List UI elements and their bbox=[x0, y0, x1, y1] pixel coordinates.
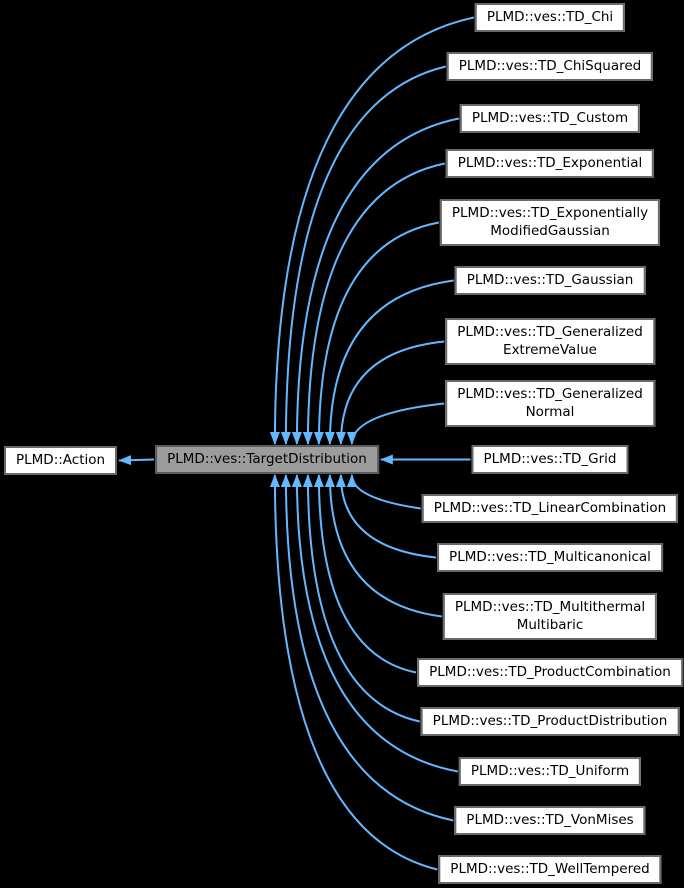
inheritance-edge bbox=[302, 162, 445, 445]
inheritance-edge bbox=[313, 474, 417, 674]
node-td-linear-combination[interactable]: PLMD::ves::TD_LinearCombination bbox=[421, 494, 679, 523]
node-td-multicanonical[interactable]: PLMD::ves::TD_Multicanonical bbox=[437, 543, 663, 572]
inheritance-edge bbox=[269, 474, 438, 871]
node-td-generalized-extreme-value[interactable]: PLMD::ves::TD_Generalized ExtremeValue bbox=[445, 318, 655, 365]
node-td-gaussian[interactable]: PLMD::ves::TD_Gaussian bbox=[454, 266, 646, 295]
node-td-von-mises[interactable]: PLMD::ves::TD_VonMises bbox=[454, 806, 646, 835]
node-td-exponential[interactable]: PLMD::ves::TD_Exponential bbox=[445, 149, 655, 178]
node-td-grid[interactable]: PLMD::ves::TD_Grid bbox=[471, 445, 629, 474]
inheritance-edge bbox=[280, 474, 454, 822]
node-td-uniform[interactable]: PLMD::ves::TD_Uniform bbox=[458, 757, 642, 786]
node-td-custom[interactable]: PLMD::ves::TD_Custom bbox=[459, 104, 641, 133]
inheritance-edge bbox=[291, 117, 460, 445]
inheritance-edge bbox=[346, 474, 421, 510]
node-td-generalized-normal[interactable]: PLMD::ves::TD_Generalized Normal bbox=[445, 380, 655, 427]
node-td-chi[interactable]: PLMD::ves::TD_Chi bbox=[474, 3, 626, 32]
inheritance-edge bbox=[280, 65, 447, 445]
inheritance-edge bbox=[118, 455, 155, 466]
node-td-product-distribution[interactable]: PLMD::ves::TD_ProductDistribution bbox=[420, 707, 680, 736]
node-td-multithermal-multibaric[interactable]: PLMD::ves::TD_Multithermal Multibaric bbox=[442, 593, 658, 640]
node-target-distribution: PLMD::ves::TargetDistribution bbox=[155, 445, 379, 474]
inheritance-edge bbox=[291, 474, 459, 773]
node-td-exponentially-modified-gaussian[interactable]: PLMD::ves::TD_Exponentially ModifiedGaus… bbox=[439, 199, 661, 246]
node-td-chisquared[interactable]: PLMD::ves::TD_ChiSquared bbox=[446, 52, 654, 81]
inheritance-edge bbox=[324, 279, 454, 445]
inheritance-edge bbox=[302, 474, 420, 723]
inheritance-edge bbox=[313, 221, 440, 445]
inheritance-edge bbox=[335, 474, 437, 559]
node-plmd-action[interactable]: PLMD::Action bbox=[4, 446, 118, 475]
inheritance-edge bbox=[269, 16, 475, 445]
node-td-product-combination[interactable]: PLMD::ves::TD_ProductCombination bbox=[417, 658, 683, 687]
node-td-well-tempered[interactable]: PLMD::ves::TD_WellTempered bbox=[438, 855, 662, 884]
inheritance-edge bbox=[324, 474, 442, 618]
inheritance-edge bbox=[335, 340, 445, 445]
inheritance-edge bbox=[346, 402, 445, 445]
